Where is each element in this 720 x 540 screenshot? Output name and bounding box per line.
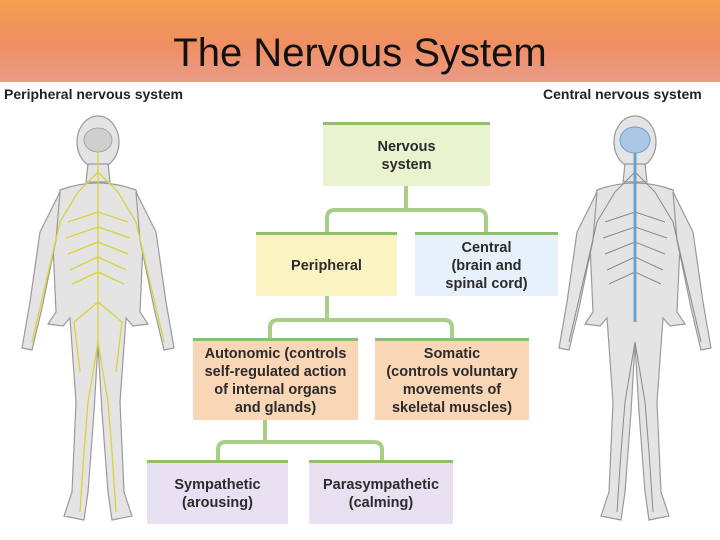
title-bar (0, 0, 720, 82)
central-body-illustration (558, 115, 712, 521)
sympathetic-box: Sympathetic (arousing) (147, 460, 288, 524)
autonomic-box: Autonomic (controls self-regulated actio… (193, 338, 358, 420)
central-box: Central (brain and spinal cord) (415, 232, 558, 296)
slide-title: The Nervous System (173, 31, 547, 75)
peripheral-nerves (31, 152, 165, 513)
peripheral-nervous-system-label: Peripheral nervous system (4, 86, 183, 102)
parasympathetic-box: Parasympathetic (calming) (309, 460, 453, 524)
central-nervous-system-label: Central nervous system (543, 86, 702, 102)
brain-icon (619, 126, 651, 154)
peripheral-box: Peripheral (256, 232, 397, 296)
somatic-box: Somatic (controls voluntary movements of… (375, 338, 529, 420)
peripheral-body-illustration (21, 115, 175, 521)
brain-icon (83, 127, 113, 153)
nervous-system-box: Nervous system (323, 122, 490, 186)
peripheral-nerves-gray (568, 171, 702, 513)
